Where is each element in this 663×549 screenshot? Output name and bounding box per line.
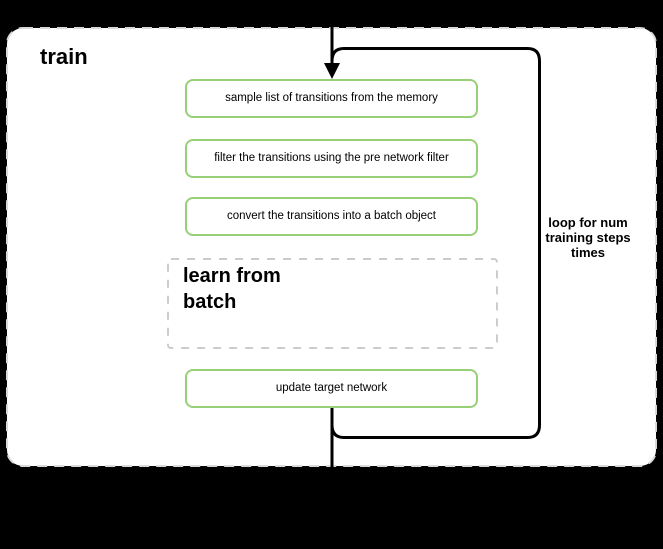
step-update-target-network: update target network <box>185 369 478 408</box>
group-title-train: train <box>40 44 88 69</box>
subprocess-learn-from-batch: learn from batch <box>183 265 281 313</box>
arrowhead-icon <box>324 63 340 79</box>
step-filter-transitions: filter the transitions using the pre net… <box>185 139 478 178</box>
step-convert-to-batch: convert the transitions into a batch obj… <box>185 197 478 236</box>
loop-annotation: loop for num training steps times <box>545 215 631 260</box>
step-sample-transitions: sample list of transitions from the memo… <box>185 79 478 118</box>
